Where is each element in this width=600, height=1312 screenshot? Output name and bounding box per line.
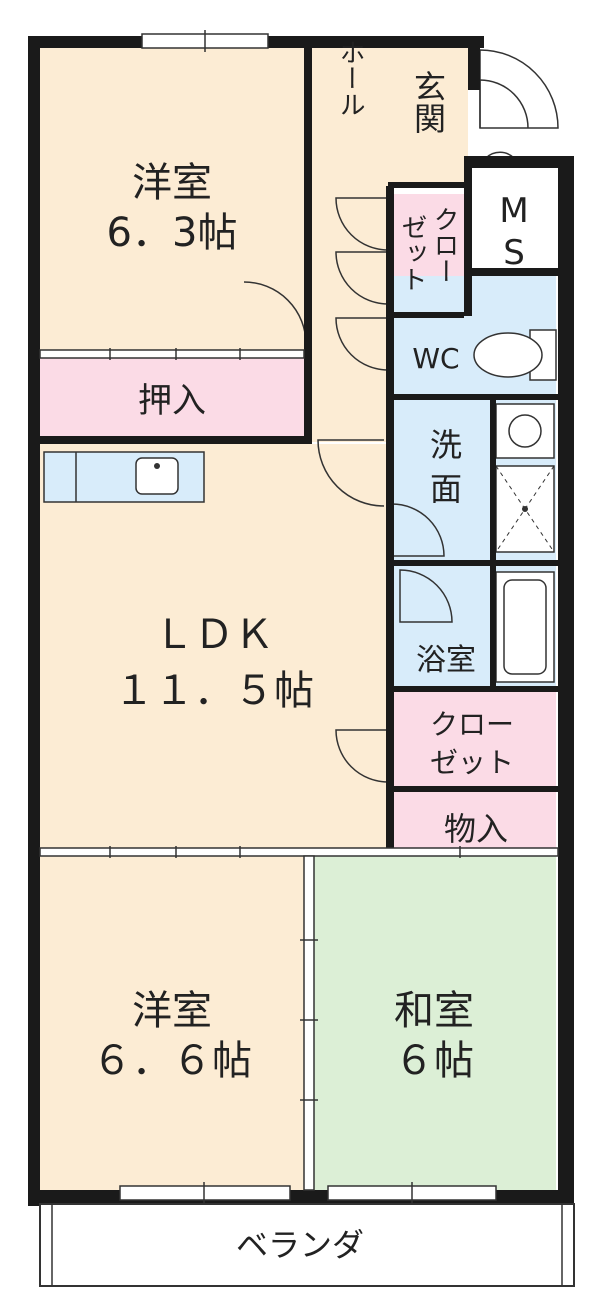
room-japanese-name: 和室 xyxy=(394,988,474,1034)
room-storage-label: 物入 xyxy=(444,810,508,848)
washbasin-icon xyxy=(495,403,555,459)
room-storage xyxy=(392,792,556,850)
room-closet-lower-line2: ゼット xyxy=(430,746,514,779)
room-western-top-size: 6．3帖 xyxy=(107,210,238,256)
room-genkan-label: 玄関 xyxy=(409,70,447,134)
room-ldk-size: １１．５帖 xyxy=(114,668,314,714)
room-closet-lower-line1: クロー xyxy=(430,708,514,741)
room-western-bottom xyxy=(40,856,306,1190)
room-closet-lower xyxy=(392,692,556,786)
veranda xyxy=(39,1203,575,1287)
kitchen-counter xyxy=(43,451,205,503)
room-closet-upper-line2: ゼット xyxy=(397,214,427,292)
room-western-top-name: 洋室 xyxy=(132,160,212,206)
room-oshiire xyxy=(40,358,304,436)
room-ldk-name: ＬＤＫ xyxy=(154,612,274,658)
room-closet-upper-line1: クロー xyxy=(429,206,459,284)
room-hall-label: ホール xyxy=(335,39,365,117)
room-hall xyxy=(312,48,388,442)
room-western-bottom-name: 洋室 xyxy=(132,988,212,1034)
washing-machine-icon xyxy=(495,465,555,553)
room-japanese-size: ６帖 xyxy=(394,1038,474,1084)
room-wc-label: WC xyxy=(412,342,459,375)
room-genkan xyxy=(388,48,468,186)
room-washroom-line1: 洗 xyxy=(430,426,462,464)
door-swings xyxy=(243,49,559,783)
room-washroom-line2: 面 xyxy=(430,470,462,508)
room-ms-line1: M xyxy=(499,191,528,231)
room-japanese xyxy=(314,856,556,1190)
room-bath-label: 浴室 xyxy=(416,643,476,678)
room-ms-line2: S xyxy=(503,233,525,273)
sliding-doors xyxy=(39,30,559,1204)
veranda-label: ベランダ xyxy=(236,1226,364,1264)
bathtub-icon xyxy=(495,571,555,683)
room-ms xyxy=(472,170,558,272)
room-oshiire-label: 押入 xyxy=(138,381,206,421)
room-western-bottom-size: ６．６帖 xyxy=(92,1038,252,1084)
room-western-top xyxy=(40,48,310,354)
room-ldk xyxy=(40,444,388,850)
toilet-icon xyxy=(473,329,557,381)
room-wc xyxy=(392,276,556,394)
